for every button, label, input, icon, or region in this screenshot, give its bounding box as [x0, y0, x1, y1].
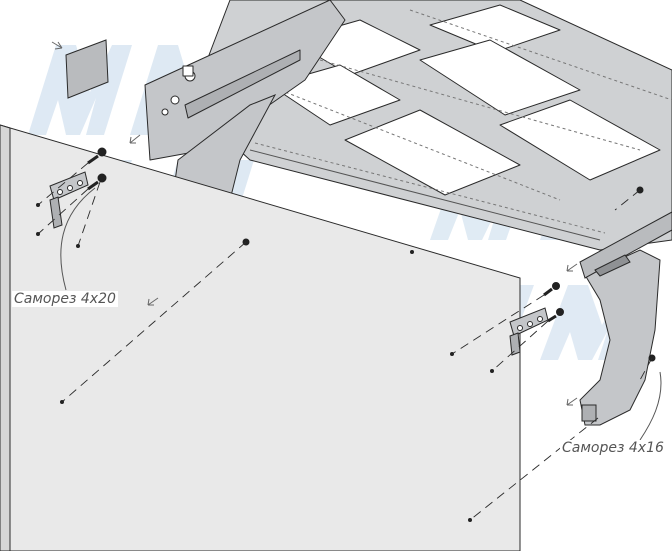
- screw-callout-4x20: Саморез 4х20: [12, 291, 118, 307]
- screw-head-4: [552, 282, 560, 290]
- screw-callout-4x16: Саморез 4х16: [560, 440, 666, 456]
- left-runner-plate: [144, 0, 346, 161]
- screw-head-2: [97, 173, 107, 183]
- callout-leaders: [60, 187, 662, 441]
- wall-panel: [0, 124, 521, 551]
- spacer-plate: [65, 39, 109, 99]
- screw-group: [87, 147, 656, 362]
- screw-head-5: [556, 308, 564, 316]
- guide-line-endpoints: [36, 203, 494, 522]
- right-runner-strip: [579, 211, 672, 279]
- direction-arrows: [51, 41, 578, 406]
- right-support-bracket: [579, 249, 661, 426]
- assembly-guide-lines: [37, 162, 653, 521]
- screw-head-1: [97, 147, 107, 157]
- right-mounting-clip: [509, 307, 549, 356]
